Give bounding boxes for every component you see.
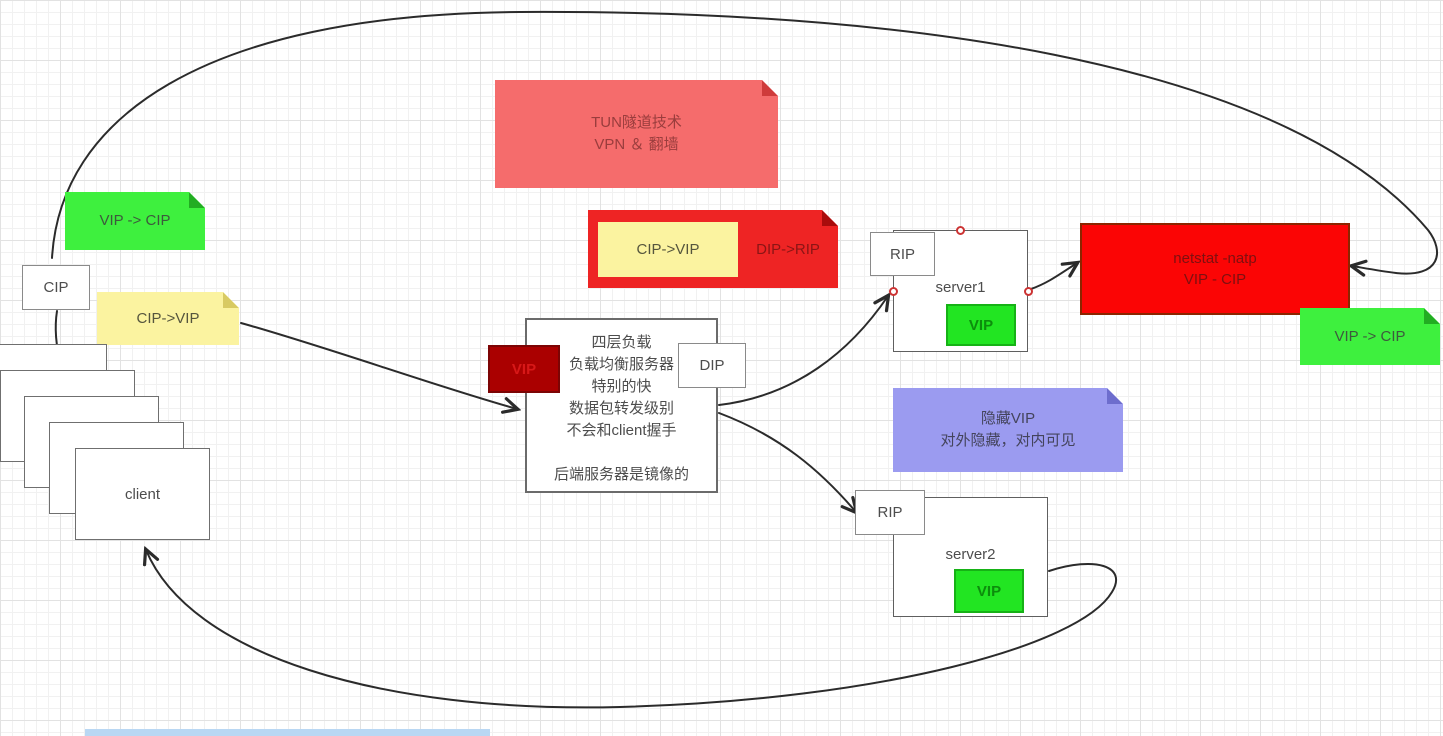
note-vip-to-cip-right[interactable]: VIP -> CIP (1300, 308, 1440, 365)
connection-point-dot[interactable] (889, 287, 898, 296)
dip-node[interactable]: DIP (678, 343, 746, 388)
note-tun-tunnel[interactable]: TUN隧道技术 VPN ＆ 翻墙 (495, 80, 778, 188)
server2-vip-label: VIP (976, 582, 1002, 600)
cip-node[interactable]: CIP (22, 265, 90, 310)
note-line-1: TUN隧道技术 (591, 114, 682, 131)
note-line-2: 对外隐藏，对内可见 (940, 432, 1076, 449)
note-label: VIP -> CIP (99, 212, 171, 229)
netstat-line-2: VIP - CIP (1183, 271, 1247, 288)
server1-label: server1 (935, 279, 986, 296)
connector-server1-to-netstat[interactable] (1030, 263, 1077, 290)
lb-line-4: 数据包转发级别 (568, 400, 674, 417)
server1-vip-node[interactable]: VIP (946, 304, 1016, 346)
connector-loadbalancer-to-server1[interactable] (718, 296, 888, 406)
connection-point-dot[interactable] (1024, 287, 1033, 296)
client-label: client (124, 485, 161, 503)
server2-label: server2 (945, 546, 996, 563)
lb-line-1: 四层负载 (591, 334, 652, 351)
client-node[interactable]: client (75, 448, 210, 540)
note-line-1: 隐藏VIP (980, 410, 1036, 427)
note-label: CIP->VIP (136, 309, 200, 327)
connection-point-dot[interactable] (956, 226, 965, 235)
cip-label: CIP (43, 279, 69, 296)
dip-rip-label: DIP->RIP (756, 240, 820, 258)
note-cip-to-vip-inner[interactable]: CIP->VIP (598, 222, 738, 277)
rip2-node[interactable]: RIP (855, 490, 925, 535)
connector-top-roundtrip-to-netstat[interactable] (51, 10, 1438, 274)
rip2-label: RIP (877, 504, 903, 521)
lb-line-5: 不会和client握手 (566, 422, 677, 439)
rip1-node[interactable]: RIP (870, 232, 935, 276)
lb-line-2: 负载均衡服务器 (568, 356, 674, 373)
note-label: CIP->VIP (636, 241, 700, 258)
server1-vip-label: VIP (968, 316, 994, 334)
horizontal-scrollbar-thumb[interactable] (85, 729, 490, 736)
lb-line-7: 后端服务器是镜像的 (553, 466, 689, 483)
connector-client-to-loadbalancer[interactable] (240, 322, 517, 409)
note-vip-to-cip-left[interactable]: VIP -> CIP (65, 192, 205, 250)
dip-label: DIP (699, 357, 725, 374)
connector-server2-return-to-client[interactable] (146, 550, 1118, 709)
vip-dark-node[interactable]: VIP (488, 345, 560, 393)
note-line-2: VPN ＆ 翻墙 (594, 136, 679, 153)
connector-loadbalancer-to-server2[interactable] (718, 412, 856, 512)
lb-line-3: 特别的快 (591, 378, 652, 395)
netstat-node[interactable]: netstat -natp VIP - CIP (1080, 223, 1350, 315)
server2-vip-node[interactable]: VIP (954, 569, 1024, 613)
netstat-line-1: netstat -natp (1173, 250, 1257, 267)
note-hide-vip[interactable]: 隐藏VIP 对外隐藏，对内可见 (893, 388, 1123, 472)
vip-dark-label: VIP (511, 360, 537, 378)
note-dip-to-rip[interactable]: CIP->VIP DIP->RIP (588, 210, 838, 288)
rip1-label: RIP (889, 245, 915, 263)
note-label: VIP -> CIP (1334, 327, 1406, 345)
note-cip-to-vip-left[interactable]: CIP->VIP (97, 292, 239, 345)
